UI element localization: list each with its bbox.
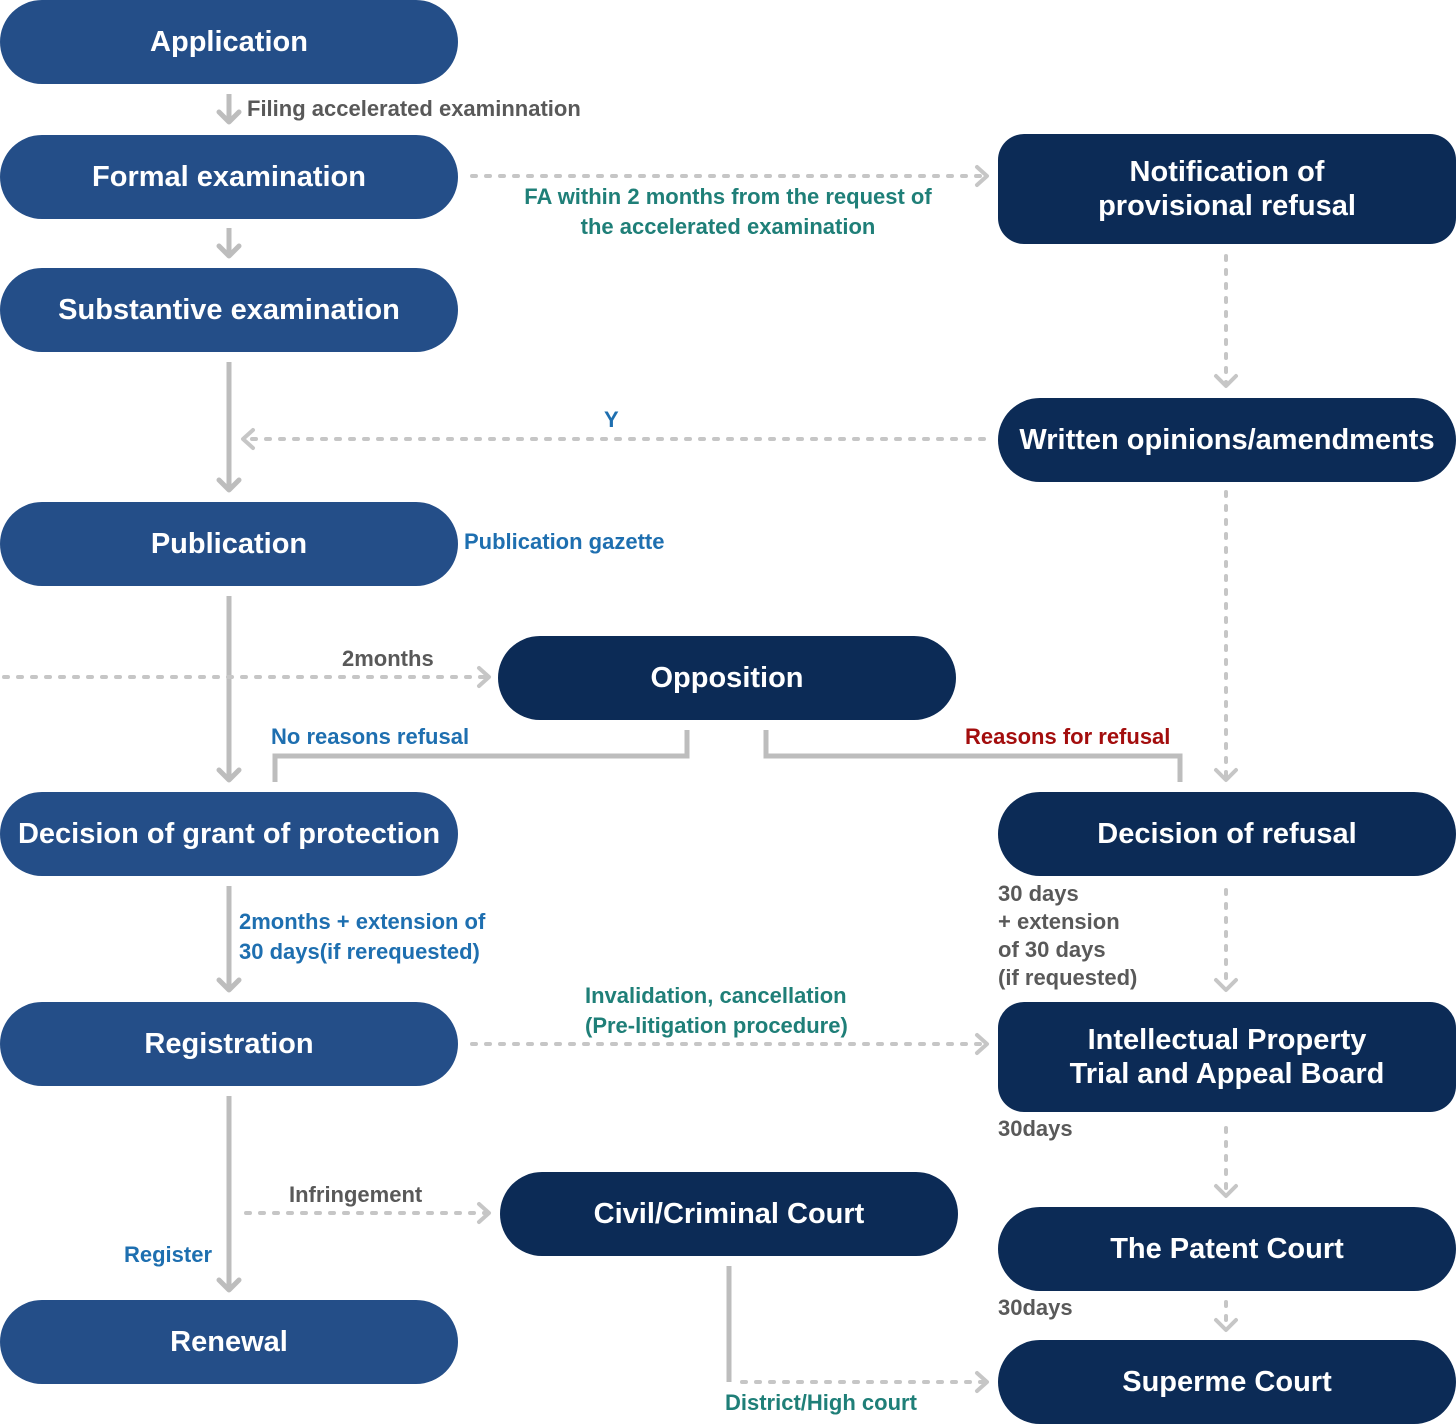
- node-decision-grant: Decision of grant of protection: [0, 792, 458, 876]
- arrowhead: [975, 1371, 989, 1393]
- node-supreme-court: Superme Court: [998, 1340, 1456, 1424]
- arrowhead: [216, 1277, 242, 1293]
- arrowhead: [975, 1033, 989, 1055]
- node-formal-examination: Formal examination: [0, 135, 458, 219]
- connector-opposition-no-reasons: [272, 730, 690, 782]
- label-register: Register: [124, 1242, 213, 1267]
- arrowhead: [216, 767, 242, 783]
- node-decision-refusal: Decision of refusal: [998, 792, 1456, 876]
- node-renewal: Renewal: [0, 1300, 458, 1384]
- arrowhead: [1214, 768, 1238, 782]
- arrowhead: [216, 109, 242, 125]
- connector-opposition-reasons: [763, 730, 1183, 782]
- arrowhead: [216, 477, 242, 493]
- node-patent-court: The Patent Court: [998, 1207, 1456, 1291]
- node-notification-provisional-refusal: Notification of provisional refusal: [998, 134, 1456, 244]
- arrowhead: [1214, 978, 1238, 992]
- arrowhead: [216, 243, 242, 259]
- label-fa-within: FA within 2 months from the request of t…: [524, 184, 932, 239]
- label-thirty-days-extension: 30 days + extension of 30 days (if reque…: [998, 881, 1138, 990]
- arrowhead: [1214, 374, 1238, 388]
- node-publication: Publication: [0, 502, 458, 586]
- arrowhead: [216, 977, 242, 993]
- node-civil-criminal-court: Civil/Criminal Court: [500, 1172, 958, 1256]
- node-substantive-examination: Substantive examination: [0, 268, 458, 352]
- label-filing-accelerated: Filing accelerated examinnation: [247, 96, 581, 121]
- node-written-opinions: Written opinions/amendments: [998, 398, 1456, 482]
- arrowhead: [477, 666, 491, 688]
- arrowhead: [1214, 1184, 1238, 1198]
- node-application: Application: [0, 0, 458, 84]
- label-two-months: 2months: [342, 646, 434, 671]
- node-registration: Registration: [0, 1002, 458, 1086]
- label-thirty-days-1: 30days: [998, 1116, 1073, 1141]
- label-publication-gazette: Publication gazette: [464, 529, 665, 554]
- arrowhead: [477, 1202, 491, 1224]
- label-thirty-days-2: 30days: [998, 1295, 1073, 1320]
- node-opposition: Opposition: [498, 636, 956, 720]
- label-reasons-for-refusal: Reasons for refusal: [965, 724, 1171, 749]
- label-invalidation: Invalidation, cancellation (Pre-litigati…: [585, 983, 848, 1038]
- label-infringement: Infringement: [289, 1182, 423, 1207]
- label-y: Y: [604, 407, 619, 432]
- node-ip-trial-board: Intellectual Property Trial and Appeal B…: [998, 1002, 1456, 1112]
- label-district-high-court: District/High court: [725, 1390, 917, 1415]
- arrowhead: [975, 165, 989, 187]
- label-two-months-extension: 2months + extension of 30 days(if rerequ…: [239, 909, 486, 964]
- arrowhead: [241, 428, 255, 450]
- arrowhead: [1214, 1318, 1238, 1332]
- label-no-reasons-refusal: No reasons refusal: [271, 724, 470, 749]
